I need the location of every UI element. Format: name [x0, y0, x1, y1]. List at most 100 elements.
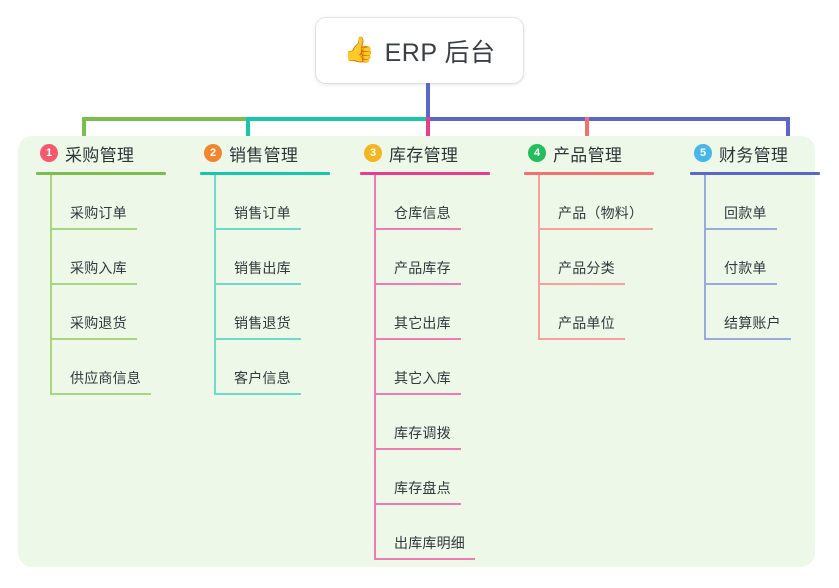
- list-item-rule: [214, 283, 301, 285]
- list-item[interactable]: 仓库信息: [374, 175, 520, 230]
- branch-title-4: 产品管理: [553, 145, 623, 165]
- list-item[interactable]: 回款单: [704, 175, 839, 230]
- branch-spine-5: [704, 175, 706, 340]
- list-item-rule: [374, 448, 461, 450]
- root-node[interactable]: 👍 ERP 后台: [316, 18, 523, 83]
- branch-items-2: 销售订单 销售出库 销售退货 客户信息: [200, 175, 360, 395]
- branch-spine-3: [374, 175, 376, 560]
- branch-title-1: 采购管理: [65, 145, 135, 165]
- list-item-label: 销售订单: [234, 205, 291, 221]
- list-item[interactable]: 产品分类: [538, 230, 684, 285]
- list-item[interactable]: 销售退货: [214, 285, 360, 340]
- list-item-rule: [538, 283, 625, 285]
- branch-header-1[interactable]: 1 采购管理: [36, 136, 196, 170]
- branch-header-2[interactable]: 2 销售管理: [200, 136, 360, 170]
- list-item-label: 产品分类: [558, 260, 615, 276]
- branch-title-2: 销售管理: [229, 145, 299, 165]
- list-item[interactable]: 库存调拨: [374, 395, 520, 450]
- branch-title-5: 财务管理: [719, 145, 789, 165]
- list-item-label: 采购入库: [70, 260, 127, 276]
- root-title: ERP 后台: [384, 38, 496, 67]
- branch-number-badge-5: 5: [694, 144, 712, 162]
- branch-number-badge-3: 3: [364, 144, 382, 162]
- diagram-panel: [18, 136, 815, 567]
- connector-drop-4: [585, 117, 589, 143]
- list-item-rule: [214, 338, 301, 340]
- list-item-label: 出库库明细: [394, 535, 465, 551]
- list-item-rule: [704, 338, 791, 340]
- list-item-label: 回款单: [724, 205, 767, 221]
- branch-spine-2: [214, 175, 216, 395]
- branch-column-5: 5 财务管理 回款单 付款单 结算账户: [690, 136, 839, 340]
- branch-header-5[interactable]: 5 财务管理: [690, 136, 839, 170]
- list-item-label: 库存调拨: [394, 425, 451, 441]
- list-item-label: 客户信息: [234, 370, 291, 386]
- list-item[interactable]: 库存盘点: [374, 450, 520, 505]
- list-item[interactable]: 产品库存: [374, 230, 520, 285]
- thumbs-up-icon: 👍: [343, 36, 375, 64]
- connector-drop-5: [786, 117, 790, 143]
- list-item[interactable]: 销售订单: [214, 175, 360, 230]
- connector-drop-2: [246, 117, 250, 143]
- branch-items-3: 仓库信息 产品库存 其它出库 其它入库 库存调拨 库存盘点: [360, 175, 520, 560]
- list-item[interactable]: 采购入库: [50, 230, 196, 285]
- list-item-rule: [50, 283, 137, 285]
- list-item-label: 其它入库: [394, 370, 451, 386]
- connector-bar-green: [82, 117, 248, 121]
- branch-header-3[interactable]: 3 库存管理: [360, 136, 520, 170]
- connector-drop-1: [82, 117, 86, 143]
- branch-items-5: 回款单 付款单 结算账户: [690, 175, 839, 340]
- list-item[interactable]: 出库库明细: [374, 505, 520, 560]
- list-item-label: 采购退货: [70, 315, 127, 331]
- list-item[interactable]: 采购退货: [50, 285, 196, 340]
- list-item[interactable]: 结算账户: [704, 285, 839, 340]
- list-item-label: 库存盘点: [394, 480, 451, 496]
- connector-drop-3: [426, 117, 430, 143]
- branch-header-4[interactable]: 4 产品管理: [524, 136, 684, 170]
- list-item-label: 结算账户: [724, 315, 781, 331]
- branch-column-2: 2 销售管理 销售订单 销售出库 销售退货 客户信息: [200, 136, 360, 395]
- list-item-rule: [374, 228, 461, 230]
- branch-header-rule-1: [36, 172, 166, 175]
- list-item[interactable]: 其它入库: [374, 340, 520, 395]
- branch-number-badge-1: 1: [40, 144, 58, 162]
- list-item[interactable]: 采购订单: [50, 175, 196, 230]
- branch-spine-4: [538, 175, 540, 340]
- branch-column-1: 1 采购管理 采购订单 采购入库 采购退货 供应商信息: [36, 136, 196, 395]
- branch-header-rule-3: [360, 172, 490, 175]
- list-item-rule: [374, 503, 461, 505]
- branch-number-badge-4: 4: [528, 144, 546, 162]
- list-item-rule: [538, 228, 653, 230]
- list-item[interactable]: 产品（物料）: [538, 175, 684, 230]
- list-item[interactable]: 产品单位: [538, 285, 684, 340]
- list-item-rule: [50, 228, 137, 230]
- branch-header-rule-4: [524, 172, 654, 175]
- list-item[interactable]: 付款单: [704, 230, 839, 285]
- list-item-rule: [374, 283, 461, 285]
- list-item-rule: [50, 393, 151, 395]
- list-item-label: 销售退货: [234, 315, 291, 331]
- list-item-rule: [374, 393, 461, 395]
- list-item-label: 供应商信息: [70, 370, 141, 386]
- list-item-label: 销售出库: [234, 260, 291, 276]
- branch-items-1: 采购订单 采购入库 采购退货 供应商信息: [36, 175, 196, 395]
- list-item-rule: [704, 283, 777, 285]
- branch-column-3: 3 库存管理 仓库信息 产品库存 其它出库 其它入库 库存调拨: [360, 136, 520, 560]
- branch-header-rule-5: [690, 172, 820, 175]
- list-item-label: 采购订单: [70, 205, 127, 221]
- list-item[interactable]: 销售出库: [214, 230, 360, 285]
- connector-bar-teal: [246, 117, 428, 121]
- list-item[interactable]: 客户信息: [214, 340, 360, 395]
- connector-root-stem: [426, 83, 430, 118]
- list-item-label: 产品单位: [558, 315, 615, 331]
- list-item-rule: [538, 338, 625, 340]
- branch-number-badge-2: 2: [204, 144, 222, 162]
- branch-spine-1: [50, 175, 52, 395]
- branch-column-4: 4 产品管理 产品（物料） 产品分类 产品单位: [524, 136, 684, 340]
- list-item-label: 其它出库: [394, 315, 451, 331]
- list-item[interactable]: 供应商信息: [50, 340, 196, 395]
- list-item[interactable]: 其它出库: [374, 285, 520, 340]
- connector-bar-blue: [426, 117, 790, 121]
- list-item-label: 仓库信息: [394, 205, 451, 221]
